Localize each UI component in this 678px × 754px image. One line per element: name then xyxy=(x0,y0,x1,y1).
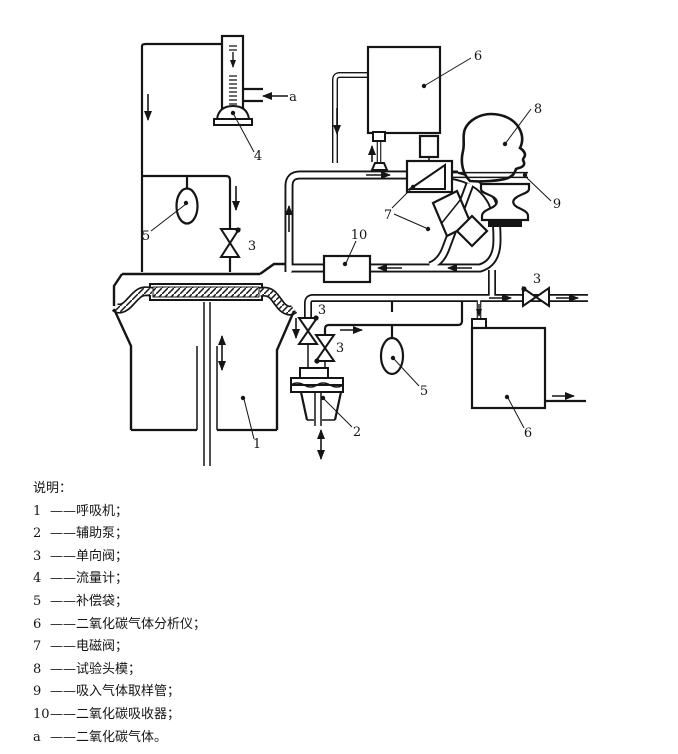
callout-5-left: 5 xyxy=(142,229,150,244)
legend-num: 5 xyxy=(33,593,42,609)
legend-item-2: 2 ——辅助泵； xyxy=(33,523,653,546)
check-valve-left xyxy=(219,227,241,258)
callout-leaders xyxy=(150,57,552,440)
legend-name: 二氧化碳气体。 xyxy=(76,729,168,745)
legend-num: 10 xyxy=(33,706,50,722)
check-valve-exhaust xyxy=(521,286,550,308)
solenoid-actuator-diamond xyxy=(455,214,489,248)
analyzer-connector xyxy=(471,318,487,329)
legend-num: 1 xyxy=(33,503,42,519)
legend: 说明： 1——呼吸机； 2——辅助泵； 3——单向阀； 4——流量计； 5——补… xyxy=(33,478,653,749)
legend-item-5: 5 ——补偿袋； xyxy=(33,591,653,614)
callout-3-exhaust: 3 xyxy=(533,272,541,287)
legend-num: a xyxy=(33,729,41,745)
solenoid-valve-horizontal xyxy=(405,134,454,194)
check-valve-pump-lower xyxy=(314,334,336,364)
legend-item-3: 3 ——单向阀； xyxy=(33,546,653,569)
legend-name: 呼吸机； xyxy=(76,503,129,519)
callout-6-bottom: 6 xyxy=(524,426,532,441)
callout-9: 9 xyxy=(553,197,561,212)
gas-inlet-port xyxy=(243,87,263,103)
legend-dash: —— xyxy=(50,729,76,745)
legend-dash: —— xyxy=(50,571,76,587)
legend-num: 2 xyxy=(33,526,42,542)
legend-num: 8 xyxy=(33,661,42,677)
callout-3-left: 3 xyxy=(248,239,256,254)
callout-3-pump-lower: 3 xyxy=(336,341,344,356)
legend-dash: —— xyxy=(50,684,76,700)
callout-6-top: 6 xyxy=(474,49,482,64)
legend-num: 7 xyxy=(33,639,42,655)
callout-5-right: 5 xyxy=(420,384,428,399)
legend-dash: —— xyxy=(50,706,76,722)
legend-item-6: 6 ——二氧化碳气体分析仪； xyxy=(33,614,653,637)
flow-meter xyxy=(213,34,263,126)
legend-num: 9 xyxy=(33,684,42,700)
legend-name: 二氧化碳气体分析仪； xyxy=(76,616,207,632)
legend-num: 4 xyxy=(33,571,42,587)
legend-num: 3 xyxy=(33,548,42,564)
legend-name: 辅助泵； xyxy=(76,526,129,542)
legend-item-9: 9 ——吸入气体取样管； xyxy=(33,681,653,704)
sample-tap xyxy=(370,162,389,171)
co2-analyzer-bottom xyxy=(470,318,547,410)
legend-item-a: a ——二氧化碳气体。 xyxy=(33,727,653,750)
legend-title: 说明： xyxy=(33,481,73,496)
breathing-machine xyxy=(111,262,298,466)
legend-name: 流量计； xyxy=(76,571,129,587)
callout-a: a xyxy=(289,90,297,105)
diaphragm-flange-top xyxy=(290,377,344,386)
legend-item-8: 8 ——试验头模； xyxy=(33,659,653,682)
callout-7: 7 xyxy=(384,208,392,223)
legend-name: 试验头模； xyxy=(76,661,142,677)
co2-analyzer-top xyxy=(366,45,442,171)
diaphragm-flange-bottom xyxy=(290,384,344,393)
solenoid-valve-diagonal xyxy=(431,189,489,248)
flow-arrows xyxy=(144,92,579,400)
legend-name: 单向阀； xyxy=(76,548,129,564)
legend-name: 二氧化碳吸收器； xyxy=(76,706,181,722)
analyzer-connector xyxy=(372,131,386,142)
auxiliary-pump xyxy=(290,367,344,460)
legend-item-10: 10——二氧化碳吸收器； xyxy=(33,704,653,727)
solenoid-actuator xyxy=(418,134,440,159)
legend-item-1: 1 ——呼吸机； xyxy=(33,501,653,524)
legend-item-4: 4 ——流量计； xyxy=(33,568,653,591)
breathing-circuit-pipes xyxy=(284,72,588,319)
legend-num: 6 xyxy=(33,616,42,632)
valve-flap xyxy=(406,163,446,190)
legend-dash: —— xyxy=(50,548,76,564)
legend-dash: —— xyxy=(50,639,76,655)
compensation-bag-left xyxy=(175,187,199,225)
legend-dash: —— xyxy=(50,503,76,519)
callout-2: 2 xyxy=(353,425,361,440)
piston-rod xyxy=(203,302,211,466)
inhaled-gas-sampling-tube xyxy=(452,171,528,179)
legend-item-7: 7 ——电磁阀； xyxy=(33,636,653,659)
callout-8: 8 xyxy=(534,102,542,117)
legend-name: 吸入气体取样管； xyxy=(76,684,181,700)
legend-name: 电磁阀； xyxy=(76,639,129,655)
legend-dash: —— xyxy=(50,661,76,677)
compensation-bag-right xyxy=(379,336,405,376)
legend-dash: —— xyxy=(50,526,76,542)
head-stand xyxy=(479,182,531,227)
callout-4: 4 xyxy=(254,149,262,164)
callout-3-pump-upper: 3 xyxy=(318,303,326,318)
check-valve-pump-upper xyxy=(297,315,319,345)
legend-name: 补偿袋； xyxy=(76,593,129,609)
legend-dash: —— xyxy=(50,616,76,632)
test-head-model xyxy=(460,112,527,183)
callout-1: 1 xyxy=(253,437,261,452)
legend-dash: —— xyxy=(50,593,76,609)
callout-10: 10 xyxy=(351,228,368,243)
